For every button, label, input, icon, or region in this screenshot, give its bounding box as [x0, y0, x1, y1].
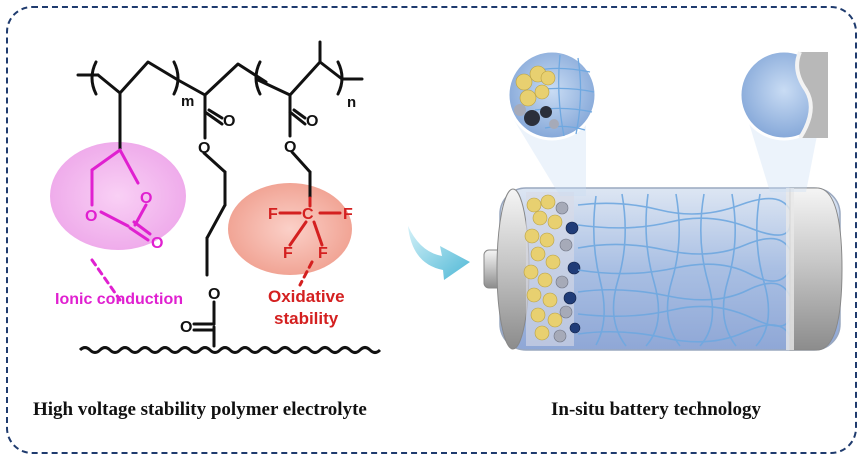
battery-left-cap — [496, 188, 530, 350]
polymer-network — [577, 193, 791, 347]
battery-illustration — [483, 49, 843, 351]
backbone — [76, 40, 364, 97]
oxidative-label-line1: Oxidative — [268, 287, 345, 306]
carbonate-ring — [90, 148, 152, 302]
subscript-m: m — [181, 93, 194, 110]
atom-f: F — [343, 206, 353, 223]
subscript-n: n — [347, 94, 356, 111]
atom-o: O — [208, 286, 220, 303]
ester-atoms: O O O O O O — [180, 113, 318, 336]
right-caption: In-situ battery technology — [551, 399, 762, 420]
oxidative-label-line2: stability — [274, 309, 339, 328]
cf3-atoms: C F F F F — [268, 206, 353, 262]
atom-o: O — [198, 140, 210, 157]
dashed-frame — [6, 6, 857, 454]
side-chains — [118, 91, 312, 348]
atom-o: O — [85, 208, 97, 225]
zoom-bubble-right — [738, 49, 830, 141]
cathode-particles — [523, 192, 581, 346]
atom-f: F — [268, 206, 278, 223]
ionic-highlight — [50, 142, 186, 250]
carbonate-atoms: O O O — [85, 190, 163, 252]
zoom-beam-left — [514, 120, 586, 196]
atom-f: F — [283, 245, 293, 262]
atom-o: O — [306, 113, 318, 130]
atom-f: F — [318, 245, 328, 262]
atom-o: O — [223, 113, 235, 130]
atom-o: O — [140, 190, 152, 207]
left-caption: High voltage stability polymer electroly… — [33, 399, 367, 420]
oxidative-highlight — [228, 183, 352, 275]
atom-c: C — [302, 206, 314, 223]
zoom-bubble-left — [506, 49, 598, 141]
atom-o: O — [151, 235, 163, 252]
atom-o: O — [180, 319, 192, 336]
battery-right-cap — [789, 187, 843, 351]
process-arrow — [408, 226, 470, 280]
substrate-line — [78, 346, 382, 354]
atom-o: O — [284, 139, 296, 156]
cf3-group — [278, 196, 342, 287]
ionic-conduction-label: Ionic conduction — [55, 291, 183, 308]
polymer-structure: O O O C F F F F O O O O O O — [50, 40, 382, 354]
